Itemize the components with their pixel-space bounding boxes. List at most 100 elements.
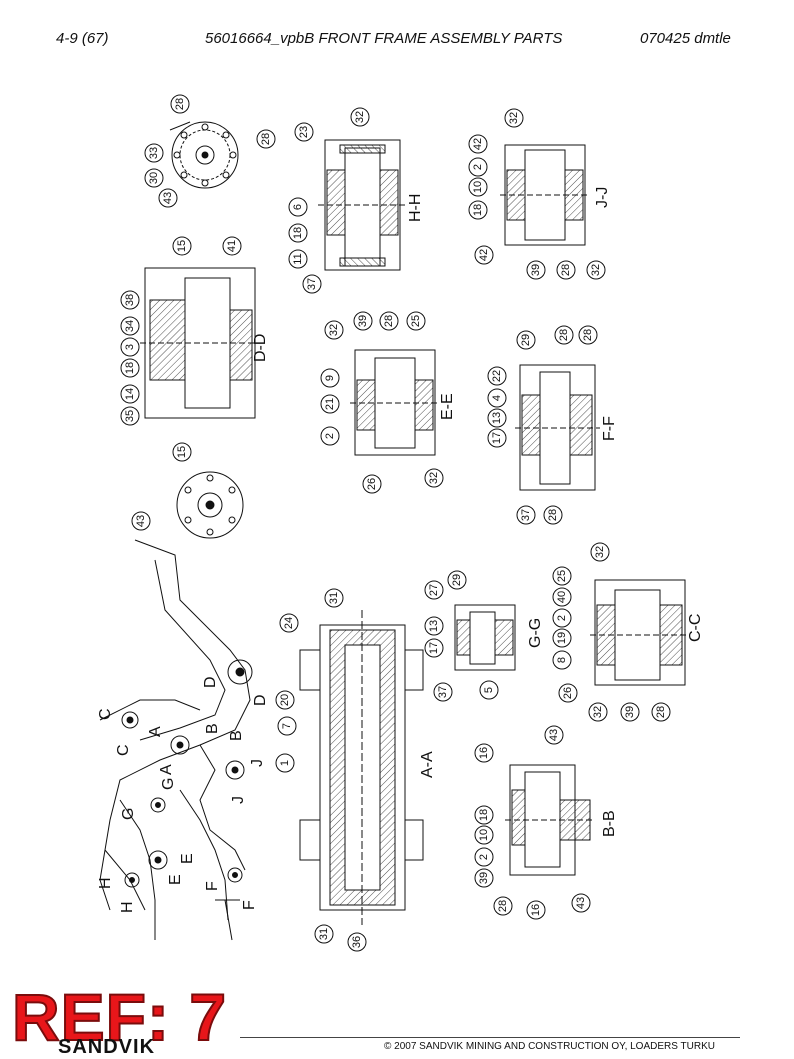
part-balloon: 29	[447, 570, 467, 590]
part-number: 15	[176, 446, 188, 458]
part-number: 28	[383, 315, 395, 327]
cut-letter: B	[204, 723, 221, 734]
part-number: 32	[508, 112, 520, 124]
part-number: 39	[478, 872, 490, 884]
part-balloon: 1	[275, 753, 295, 773]
cut-letter: D	[252, 694, 269, 706]
section-label-cc: C-C	[687, 614, 704, 642]
section-dd	[140, 267, 265, 419]
part-number: 35	[124, 410, 136, 422]
part-balloon: 25	[406, 311, 426, 331]
part-number: 26	[366, 478, 378, 490]
part-balloon: 22	[487, 366, 507, 386]
frame-overview	[99, 539, 253, 941]
part-number: 28	[582, 329, 594, 341]
part-number: 28	[174, 98, 186, 110]
part-balloon: 2	[468, 157, 488, 177]
part-balloon: 17	[487, 428, 507, 448]
part-number: 37	[306, 278, 318, 290]
section-label-gg: G-G	[527, 618, 544, 648]
part-number: 40	[556, 591, 568, 603]
part-number: 41	[226, 240, 238, 252]
part-balloon: 28	[554, 325, 574, 345]
part-balloon: 11	[288, 249, 308, 269]
part-balloon: 43	[131, 511, 151, 531]
part-number: 4	[491, 395, 503, 401]
part-balloon: 28	[651, 702, 671, 722]
part-number: 2	[556, 615, 568, 621]
part-number: 13	[491, 412, 503, 424]
section-ee	[350, 349, 440, 456]
part-number: 32	[354, 111, 366, 123]
part-number: 18	[478, 809, 490, 821]
part-balloon: 25	[552, 566, 572, 586]
part-number: 32	[590, 264, 602, 276]
part-balloon: 16	[526, 900, 546, 920]
part-number: 18	[292, 227, 304, 239]
part-balloon: 31	[314, 924, 334, 944]
part-number: 10	[478, 829, 490, 841]
part-number: 21	[324, 398, 336, 410]
part-balloon: 26	[558, 683, 578, 703]
part-number: 39	[624, 706, 636, 718]
part-number: 34	[124, 320, 136, 332]
part-number: 39	[357, 315, 369, 327]
part-balloon: 35	[120, 406, 140, 426]
part-number: 20	[279, 694, 291, 706]
part-number: 29	[520, 334, 532, 346]
part-balloon: 15	[172, 236, 192, 256]
part-number: 28	[260, 133, 272, 145]
part-number: 13	[428, 620, 440, 632]
part-balloon: 29	[516, 330, 536, 350]
part-balloon: 2	[552, 608, 572, 628]
part-balloon: 39	[353, 311, 373, 331]
part-balloon: 4	[487, 388, 507, 408]
document-code: 070425 dmtle	[640, 30, 731, 47]
page-number: 4-9 (67)	[56, 30, 109, 47]
part-balloon: 16	[474, 743, 494, 763]
part-number: 10	[472, 181, 484, 193]
part-number: 17	[428, 642, 440, 654]
part-balloon: 28	[556, 260, 576, 280]
cut-letter: B	[228, 730, 245, 741]
section-label-dd: D-D	[252, 334, 269, 362]
part-number: 15	[176, 240, 188, 252]
document-title: 56016664_vpbB FRONT FRAME ASSEMBLY PARTS	[205, 30, 563, 47]
part-number: 28	[497, 900, 509, 912]
cut-letter: H	[97, 877, 114, 889]
part-number: 2	[472, 164, 484, 170]
part-number: 2	[324, 433, 336, 439]
section-label-ff: F-F	[601, 416, 618, 441]
part-balloon: 37	[516, 505, 536, 525]
part-balloon: 39	[620, 702, 640, 722]
cut-letter: C	[97, 708, 114, 720]
part-number: 27	[428, 584, 440, 596]
part-number: 11	[292, 253, 304, 264]
part-number: 28	[558, 329, 570, 341]
part-balloon: 7	[277, 716, 297, 736]
part-balloon: 37	[433, 682, 453, 702]
section-bb	[505, 764, 595, 876]
part-balloon: 28	[578, 325, 598, 345]
part-number: 33	[148, 147, 160, 159]
section-ff	[515, 364, 600, 491]
part-balloon: 23	[294, 122, 314, 142]
part-balloon: 40	[552, 587, 572, 607]
part-balloon: 21	[320, 394, 340, 414]
part-number: 36	[351, 936, 363, 948]
cut-letter: J	[249, 759, 266, 767]
part-balloon: 32	[424, 468, 444, 488]
footer-rule	[240, 1037, 740, 1038]
part-balloon: 18	[468, 200, 488, 220]
part-number: 29	[451, 574, 463, 586]
ref-label: REF: 7	[11, 980, 228, 1054]
part-balloon: 41	[222, 236, 242, 256]
cut-letter: D	[202, 676, 219, 688]
part-number: 17	[491, 432, 503, 444]
part-balloon: 43	[158, 188, 178, 208]
brand-logo: SANDVIK	[58, 1036, 156, 1058]
part-balloon: 8	[552, 650, 572, 670]
part-number: 42	[472, 138, 484, 150]
